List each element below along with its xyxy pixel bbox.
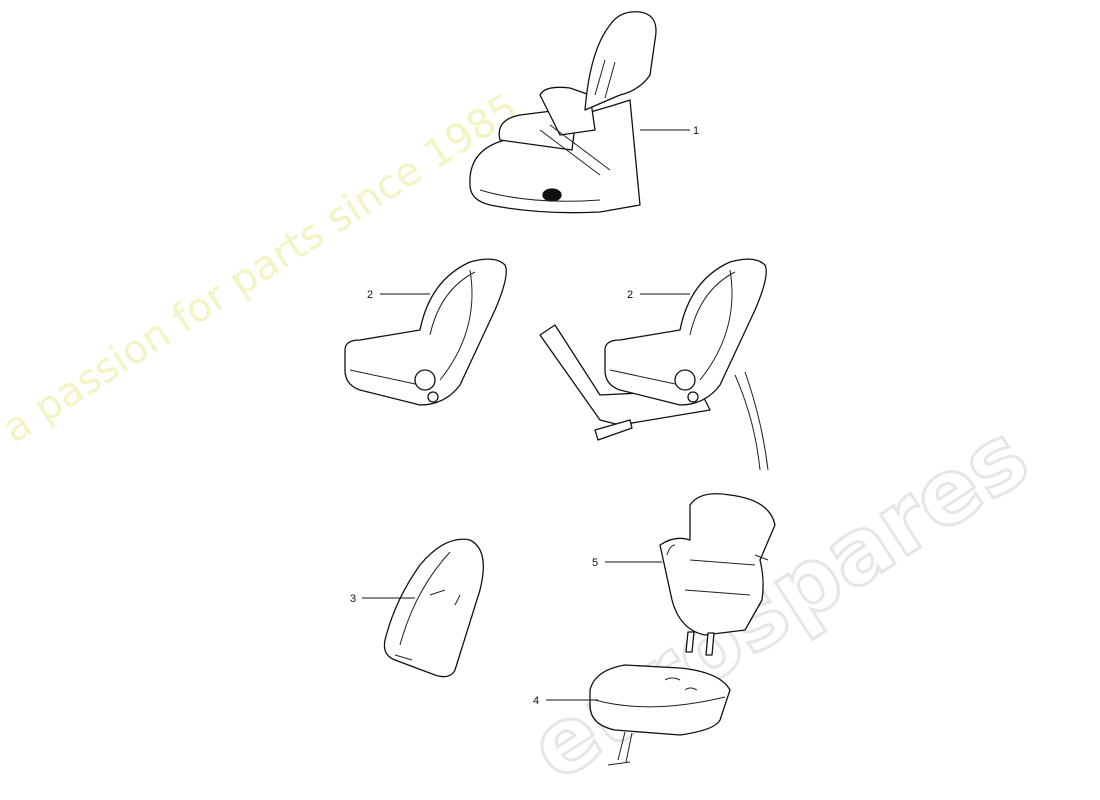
child-seat-group-1[interactable] <box>469 11 657 214</box>
callout-label-1[interactable]: 1 <box>693 125 699 137</box>
baby-seat[interactable] <box>344 258 507 406</box>
booster-backrest[interactable] <box>659 493 776 656</box>
callout-label-4[interactable]: 4 <box>533 695 539 707</box>
callout-label-3[interactable]: 3 <box>350 593 356 605</box>
seat-cover[interactable] <box>383 538 484 678</box>
booster-cushion[interactable] <box>589 664 731 766</box>
callout-label-5[interactable]: 5 <box>592 557 598 569</box>
callout-label-2b[interactable]: 2 <box>627 289 633 301</box>
callout-label-2a[interactable]: 2 <box>367 289 373 301</box>
baby-seat-with-isofix-base[interactable] <box>539 258 769 471</box>
watermark-logo: eurospares <box>512 403 1046 800</box>
